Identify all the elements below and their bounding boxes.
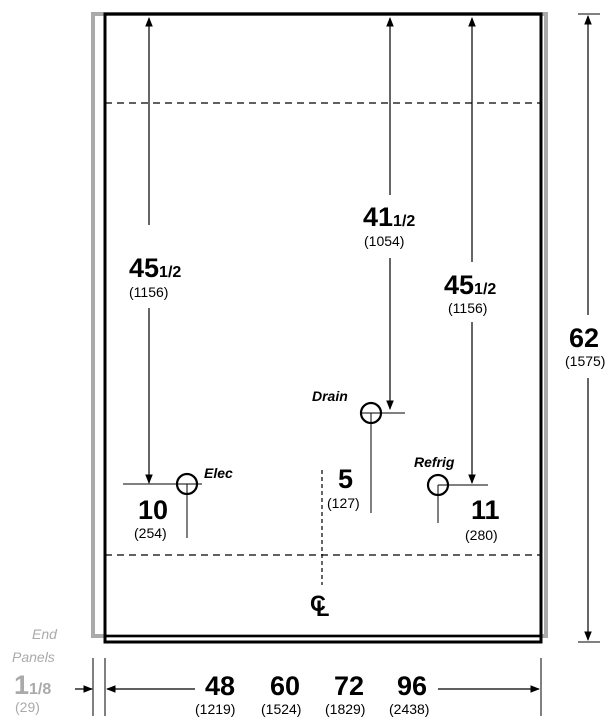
- width-48-mm: (1219): [195, 701, 235, 717]
- elec-offset-mm: (254): [134, 525, 167, 541]
- end-panels-line1: End: [32, 626, 58, 642]
- width-72: 72: [334, 671, 364, 701]
- width-96: 96: [397, 671, 427, 701]
- case-outline: [103, 12, 543, 644]
- drain-offset-whole: 5: [338, 464, 353, 494]
- elec-offset-whole: 10: [138, 495, 168, 525]
- right-height-mm: (1156): [448, 300, 487, 316]
- centerline-symbol: C L: [310, 591, 329, 621]
- width-60-mm: (1524): [261, 701, 301, 717]
- center-height-mm: (1054): [364, 233, 404, 249]
- end-panels-line2: Panels: [12, 649, 55, 665]
- width-48: 48: [205, 671, 235, 701]
- elec-label: Elec: [204, 465, 233, 481]
- drain-offset-mm: (127): [327, 495, 360, 511]
- refrig-offset-whole: 11: [471, 495, 500, 525]
- refrig-offset-mm: (280): [465, 527, 498, 543]
- end-panels-fraction: 1/8: [29, 681, 51, 698]
- svg-text:11/8: 11/8: [14, 670, 51, 700]
- right-height-fraction: 1/2: [474, 281, 496, 298]
- width-60: 60: [270, 671, 300, 701]
- center-height-fraction: 1/2: [393, 213, 415, 230]
- width-72-mm: (1829): [325, 701, 365, 717]
- end-panels-whole: 1: [14, 670, 29, 700]
- right-height-whole: 45: [444, 270, 474, 300]
- centerline-c: C: [310, 591, 326, 616]
- centerline-l: L: [316, 596, 329, 621]
- svg-text:451/2: 451/2: [444, 270, 496, 300]
- elec-outlet-icon: [175, 472, 199, 496]
- overall-height-whole: 62: [569, 323, 599, 353]
- left-height-whole: 45: [129, 253, 159, 283]
- left-height-mm: (1156): [129, 284, 168, 300]
- drain-label: Drain: [312, 388, 348, 404]
- svg-text:411/2: 411/2: [363, 202, 415, 232]
- end-panels-mm: (29): [15, 699, 40, 715]
- width-96-mm: (2438): [389, 701, 429, 717]
- overall-height-mm: (1575): [565, 353, 605, 369]
- left-height-fraction: 1/2: [159, 264, 181, 281]
- refrig-outlet-icon: [426, 473, 450, 497]
- svg-text:451/2: 451/2: [129, 253, 181, 283]
- refrig-label: Refrig: [414, 454, 455, 470]
- center-height-whole: 41: [363, 202, 393, 232]
- drain-outlet-icon: [359, 401, 383, 425]
